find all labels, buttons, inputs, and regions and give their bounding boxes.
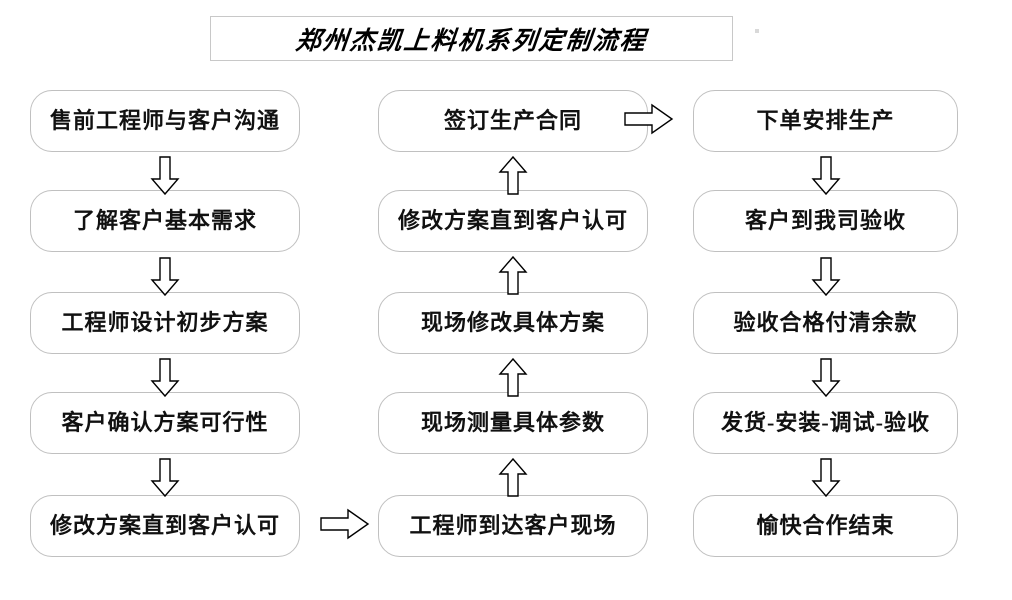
node-right-3[interactable]: 验收合格付清余款	[693, 292, 958, 354]
down-arrow-icon	[150, 156, 180, 196]
node-middle-2-label: 修改方案直到客户认可	[397, 208, 628, 233]
node-right-2[interactable]: 客户到我司验收	[693, 190, 958, 252]
node-right-1-label: 下单安排生产	[756, 108, 895, 133]
chart-title-text: 郑州杰凯上料机系列定制流程	[294, 27, 649, 55]
node-middle-5-label: 工程师到达客户现场	[409, 513, 617, 538]
down-arrow-icon	[150, 257, 180, 297]
node-right-2-label: 客户到我司验收	[744, 208, 906, 233]
down-arrow-icon	[150, 358, 180, 398]
node-left-3-label: 工程师设计初步方案	[61, 310, 269, 335]
node-middle-4[interactable]: 现场测量具体参数	[378, 392, 648, 454]
node-middle-1[interactable]: 签订生产合同	[378, 90, 648, 152]
up-arrow-icon	[498, 155, 528, 195]
node-left-4-label: 客户确认方案可行性	[61, 410, 269, 435]
node-middle-2[interactable]: 修改方案直到客户认可	[378, 190, 648, 252]
node-left-2-label: 了解客户基本需求	[72, 208, 257, 233]
node-left-1-label: 售前工程师与客户沟通	[49, 108, 280, 133]
node-middle-5[interactable]: 工程师到达客户现场	[378, 495, 648, 557]
node-right-1[interactable]: 下单安排生产	[693, 90, 958, 152]
right-arrow-icon	[320, 508, 370, 540]
up-arrow-icon	[498, 457, 528, 497]
node-right-4[interactable]: 发货-安装-调试-验收	[693, 392, 958, 454]
node-middle-3-label: 现场修改具体方案	[420, 310, 605, 335]
node-left-5-label: 修改方案直到客户认可	[49, 513, 280, 538]
down-arrow-icon	[150, 458, 180, 498]
node-right-3-label: 验收合格付清余款	[733, 310, 918, 335]
node-left-4[interactable]: 客户确认方案可行性	[30, 392, 300, 454]
node-right-5-label: 愉快合作结束	[756, 513, 895, 538]
up-arrow-icon	[498, 255, 528, 295]
title-speck-artifact	[755, 29, 759, 33]
down-arrow-icon	[811, 358, 841, 398]
node-middle-1-label: 签订生产合同	[443, 108, 582, 133]
node-left-1[interactable]: 售前工程师与客户沟通	[30, 90, 300, 152]
down-arrow-icon	[811, 257, 841, 297]
node-middle-4-label: 现场测量具体参数	[420, 410, 605, 435]
node-left-2[interactable]: 了解客户基本需求	[30, 190, 300, 252]
node-left-3[interactable]: 工程师设计初步方案	[30, 292, 300, 354]
node-right-4-label: 发货-安装-调试-验收	[721, 410, 930, 435]
right-arrow-icon	[624, 103, 674, 135]
up-arrow-icon	[498, 357, 528, 397]
down-arrow-icon	[811, 156, 841, 196]
node-left-5[interactable]: 修改方案直到客户认可	[30, 495, 300, 557]
node-middle-3[interactable]: 现场修改具体方案	[378, 292, 648, 354]
chart-title-box: 郑州杰凯上料机系列定制流程	[210, 16, 733, 61]
down-arrow-icon	[811, 458, 841, 498]
node-right-5[interactable]: 愉快合作结束	[693, 495, 958, 557]
